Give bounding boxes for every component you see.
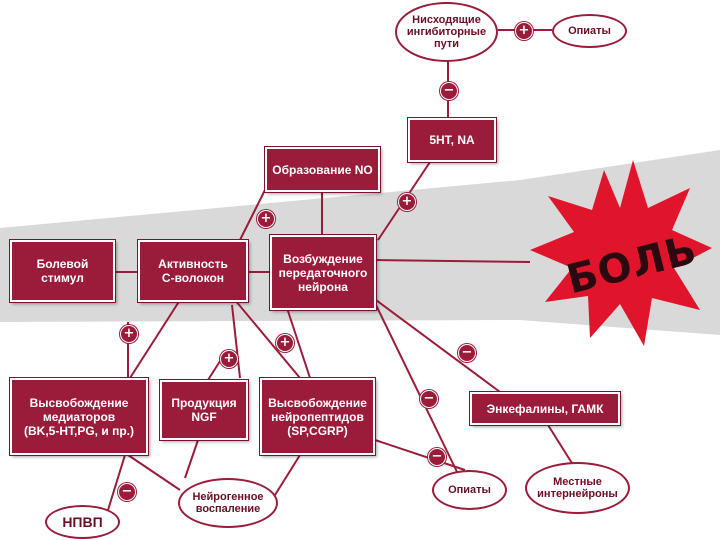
plus-sign-opiates-top: + bbox=[515, 22, 533, 40]
line-ngf-to-inflammation bbox=[184, 439, 199, 479]
minus-sign-enkephalins: − bbox=[458, 344, 476, 362]
line-neuropeptide-to-opiates bbox=[374, 439, 466, 471]
pain-stimulus-box: Болевой стимул bbox=[9, 239, 116, 303]
opiates-top-oval: Опиаты bbox=[552, 14, 627, 48]
minus-sign-neuropeptides-opiates: − bbox=[428, 448, 446, 466]
descending-paths-oval: Нисходящие ингибиторные пути bbox=[395, 2, 498, 62]
line-ngf-to-cfiber bbox=[207, 357, 223, 381]
minus-sign-descending: − bbox=[440, 82, 458, 100]
line-opiates-to-neuron bbox=[375, 304, 461, 479]
line-neuron-to-neuropeptides bbox=[285, 304, 311, 379]
line-neuropeptides-to-inflammation bbox=[274, 454, 301, 496]
line-nsaid-to-mediators bbox=[107, 454, 126, 511]
arrow-neuron-to-pain bbox=[375, 259, 531, 263]
line-cfiber-to-no bbox=[239, 189, 266, 241]
serotonin-na-box: 5HT, NA bbox=[407, 117, 497, 163]
minus-sign-nsaid: − bbox=[118, 483, 136, 501]
line-mediators-to-inflammation bbox=[127, 454, 181, 491]
line-cfiber-to-mediators-diag bbox=[129, 299, 181, 379]
neurogenic-inflammation-oval: Нейрогенное воспаление bbox=[178, 478, 278, 528]
line-cfiber-to-ngf bbox=[231, 304, 241, 379]
plus-sign-no: + bbox=[257, 210, 275, 228]
no-formation-box: Образование NO bbox=[264, 146, 381, 193]
transmitting-neuron-box: Возбуждение передаточного нейрона bbox=[269, 234, 377, 311]
plus-sign-ngf: + bbox=[220, 350, 238, 368]
pain-burst bbox=[530, 160, 712, 346]
line-enkephalins-to-neuron bbox=[375, 299, 501, 393]
plus-sign-mediators: + bbox=[120, 325, 138, 343]
mediator-release-box: Высвобождение медиаторов (BK,5-HT,PG, и … bbox=[9, 377, 149, 456]
c-fiber-activity-box: Активность С-волокон bbox=[137, 239, 249, 303]
plus-sign-5ht: + bbox=[398, 193, 416, 211]
local-interneurons-oval: Местные интернейроны bbox=[525, 462, 630, 514]
nsaid-oval: НПВП bbox=[45, 505, 120, 539]
minus-sign-opiates-bottom: − bbox=[420, 390, 438, 408]
opiates-bottom-oval: Опиаты bbox=[432, 470, 507, 510]
line-cfiber-to-neuropeptides bbox=[234, 299, 301, 379]
enkephalins-box: Энкефалины, ГАМК bbox=[469, 391, 621, 426]
ngf-production-box: Продукция NGF bbox=[159, 379, 249, 441]
line-interneurons-to-enkephalins bbox=[547, 424, 576, 469]
neuropeptide-release-box: Высвобождение нейропептидов (SP,CGRP) bbox=[259, 377, 376, 456]
plus-sign-neuropeptides: + bbox=[276, 334, 294, 352]
